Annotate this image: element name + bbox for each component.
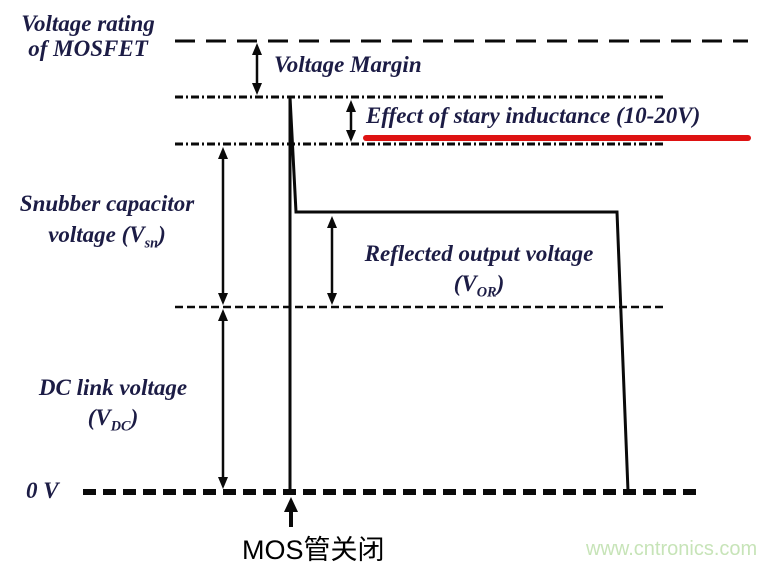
dc-link-voltage-span-arrow	[218, 309, 228, 489]
voltage-margin-label: Voltage Margin	[274, 52, 422, 77]
drain-voltage-waveform	[288, 96, 630, 492]
voltage-rating-label-line2: of MOSFET	[28, 36, 148, 61]
dc-link-voltage-label-line2: (VDC)	[87, 405, 139, 435]
mosfet-turn-off-label: MOS管关闭	[242, 535, 385, 565]
watermark-text: www.cntronics.com	[586, 538, 758, 560]
snubber-voltage-label: Snubber capacitor voltage (Vsn)	[0, 188, 214, 252]
dc-link-voltage-label: DC link voltage (VDC)	[16, 373, 210, 435]
voltage-rating-label-line1: Voltage rating	[21, 11, 155, 36]
reflected-voltage-label: Reflected output voltage (VOR)	[338, 239, 620, 301]
reflected-voltage-label-line1: Reflected output voltage	[364, 241, 594, 266]
reflected-voltage-label-line2: (VOR)	[453, 271, 505, 301]
stray-inductance-label: Effect of stary inductance (10-20V)	[366, 103, 701, 128]
zero-volt-label: 0 V	[26, 478, 59, 503]
voltage-rating-label: Voltage rating of MOSFET	[4, 11, 172, 61]
turn-off-up-arrow-icon	[284, 497, 298, 527]
snubber-voltage-span-arrow	[218, 147, 228, 305]
dc-link-voltage-label-line1: DC link voltage	[38, 375, 188, 400]
reflected-voltage-span-arrow	[327, 216, 337, 305]
snubber-voltage-label-line2: voltage (Vsn)	[48, 222, 166, 252]
snubber-voltage-label-line1: Snubber capacitor	[19, 191, 195, 216]
stray-inductance-span-arrow	[346, 100, 356, 142]
voltage-margin-span-arrow	[252, 43, 262, 95]
